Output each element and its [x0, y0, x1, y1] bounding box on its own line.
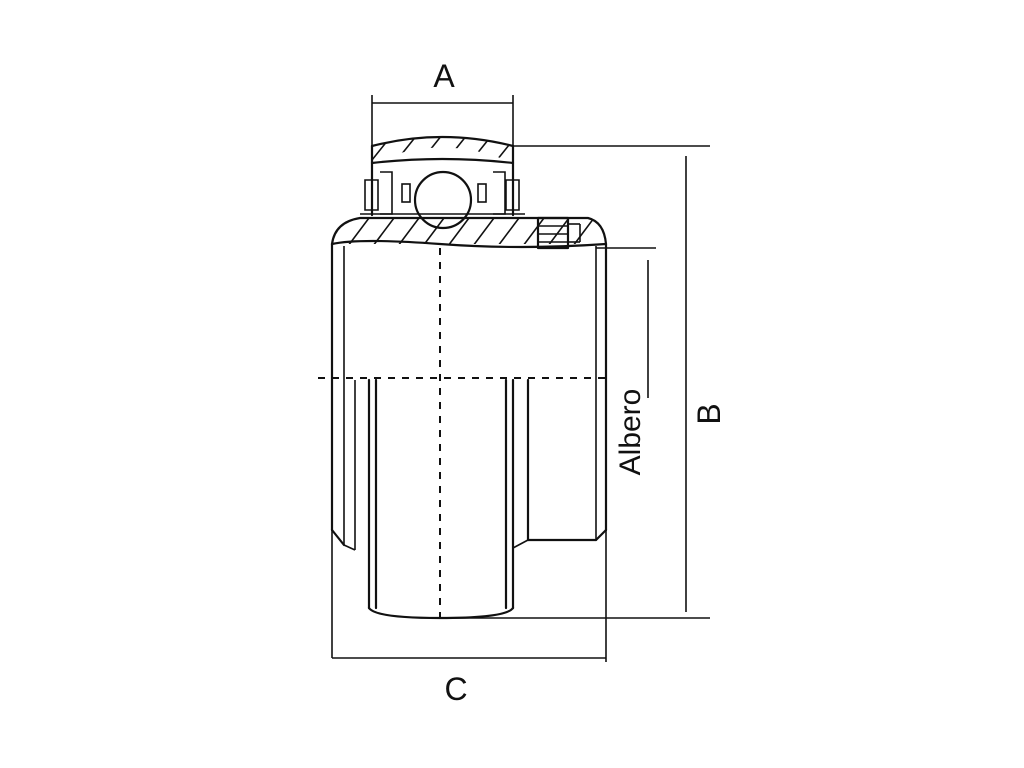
- dimension-shaft-label: Albero: [614, 389, 647, 476]
- inner-ring: [330, 216, 608, 249]
- dimension-c: C: [331, 530, 607, 707]
- center-lines: [318, 248, 610, 618]
- dimension-shaft: Albero: [596, 247, 656, 476]
- sleeve-body: [330, 242, 608, 551]
- set-screw: [536, 216, 581, 250]
- seal-cage: [360, 171, 525, 215]
- dimension-a-label: A: [433, 58, 455, 94]
- shaft: [367, 378, 530, 620]
- bearing-ball: [413, 170, 473, 230]
- dimension-c-label: C: [444, 671, 467, 707]
- dimension-a: A: [371, 58, 514, 146]
- dimension-b-label: B: [691, 403, 727, 424]
- outer-ring: [370, 135, 515, 217]
- dimension-b: B: [440, 145, 727, 619]
